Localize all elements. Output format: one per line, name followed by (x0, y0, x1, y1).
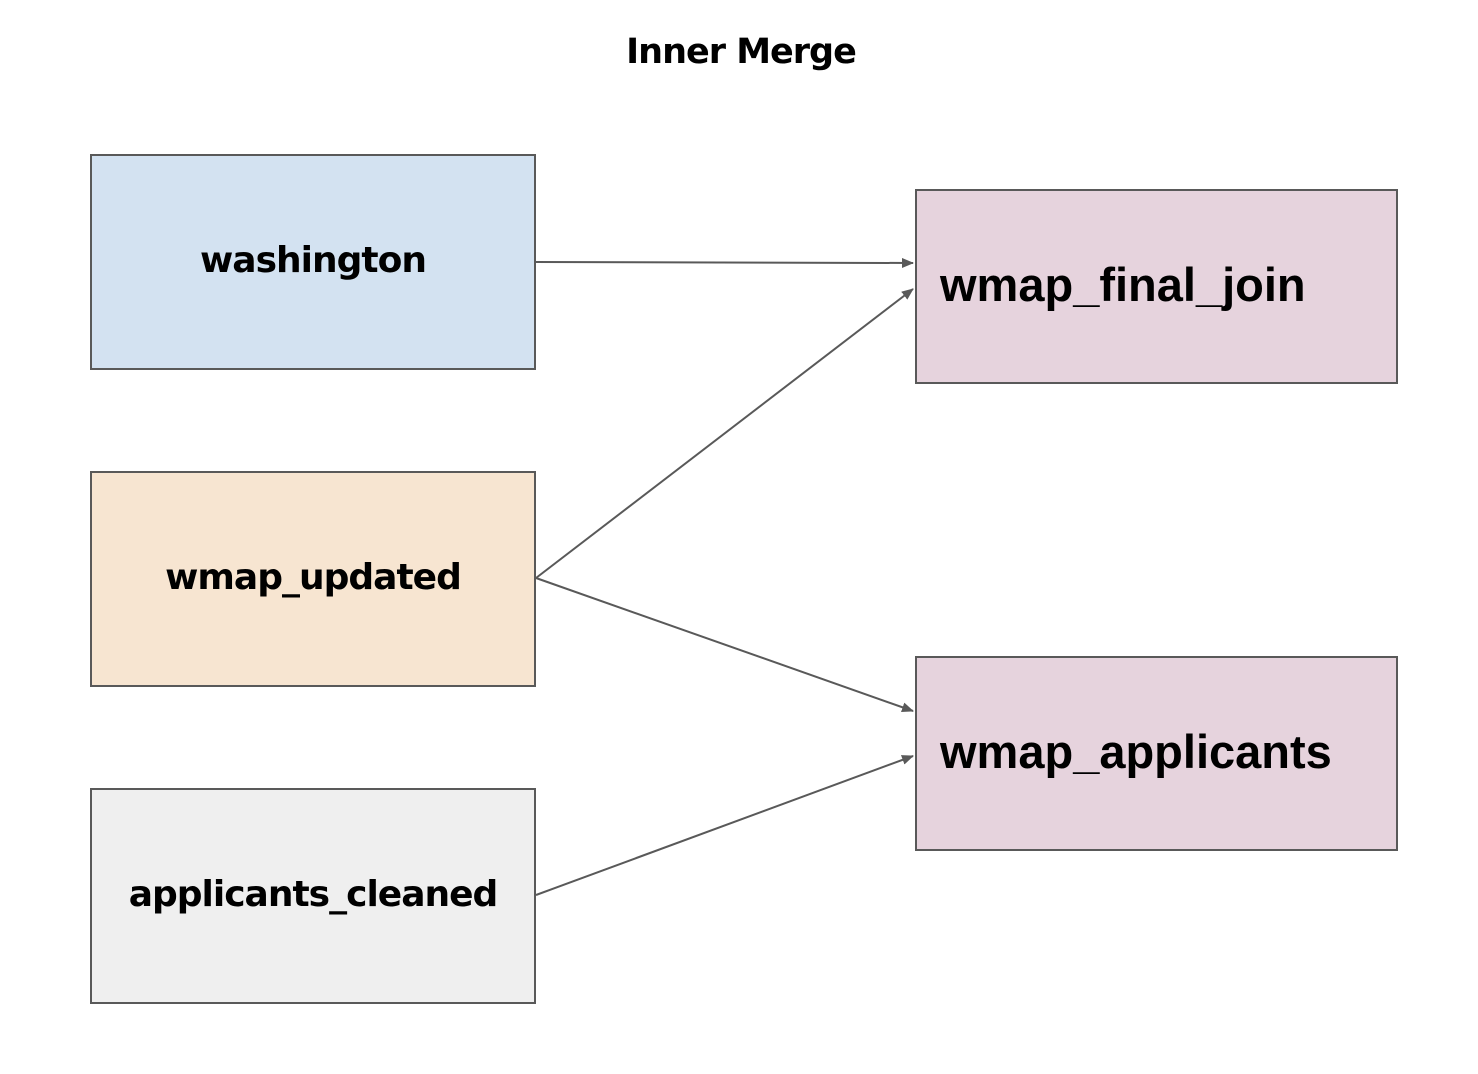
diagram-title: Inner Merge (626, 32, 857, 72)
node-washington[interactable]: washington (90, 154, 536, 370)
edge-wmap-updated-to-wmap-applicants (535, 577, 914, 713)
node-label: wmap_updated (165, 556, 462, 598)
node-wmap-applicants[interactable]: wmap_applicants (915, 656, 1398, 851)
node-wmap-final-join[interactable]: wmap_final_join (915, 189, 1398, 384)
edge-wmap-updated-to-wmap-final-join (535, 288, 914, 579)
node-label: wmap_final_join (940, 258, 1306, 311)
edge-applicants-cleaned-to-wmap-applicants (535, 755, 914, 896)
node-label: wmap_applicants (940, 725, 1332, 778)
edge-washington-to-wmap-final-join (535, 257, 914, 268)
node-label: washington (200, 239, 427, 281)
node-wmap-updated[interactable]: wmap_updated (90, 471, 536, 687)
node-label: applicants_cleaned (128, 873, 499, 915)
node-applicants-cleaned[interactable]: applicants_cleaned (90, 788, 536, 1004)
